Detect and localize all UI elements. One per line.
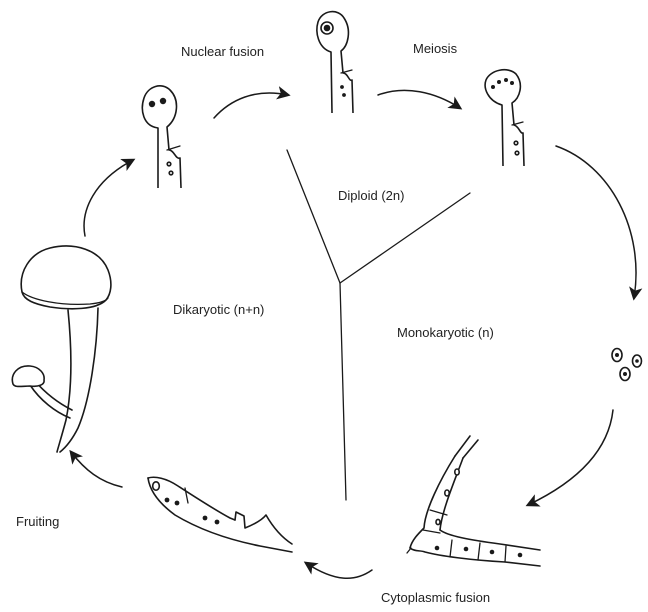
mushroom-icon bbox=[12, 246, 111, 452]
label-nuclear-fusion: Nuclear fusion bbox=[181, 44, 264, 59]
label-fruiting: Fruiting bbox=[16, 514, 59, 529]
cycle-arrows bbox=[71, 90, 636, 578]
divider-line-left bbox=[287, 150, 340, 283]
nuclear-fusion-cell-icon bbox=[317, 12, 353, 113]
label-dikaryotic: Dikaryotic (n+n) bbox=[173, 302, 264, 317]
divider-line-bottom bbox=[340, 283, 346, 500]
meiosis-cell-icon bbox=[485, 70, 524, 166]
arrow-to-hyphae bbox=[306, 563, 372, 578]
arrow-mushroom-to-dikaryon bbox=[84, 160, 133, 236]
label-monokaryotic: Monokaryotic (n) bbox=[397, 325, 494, 340]
label-meiosis: Meiosis bbox=[413, 41, 457, 56]
arrow-to-cytoplasmic-fusion bbox=[528, 410, 613, 505]
dikaryon-cell-icon bbox=[142, 86, 181, 188]
arrow-to-nuclear-fusion bbox=[214, 93, 288, 118]
divider-line-right bbox=[340, 193, 470, 283]
arrow-to-meiosis bbox=[378, 90, 460, 108]
label-cytoplasmic-fusion: Cytoplasmic fusion bbox=[381, 590, 490, 605]
dikaryotic-hypha-icon bbox=[148, 477, 292, 552]
arrow-to-spores bbox=[556, 146, 636, 298]
arrow-to-fruiting bbox=[71, 452, 122, 487]
label-diploid: Diploid (2n) bbox=[338, 188, 404, 203]
cytoplasmic-fusion-hyphae-icon bbox=[407, 436, 540, 566]
spores-icon bbox=[612, 349, 642, 381]
